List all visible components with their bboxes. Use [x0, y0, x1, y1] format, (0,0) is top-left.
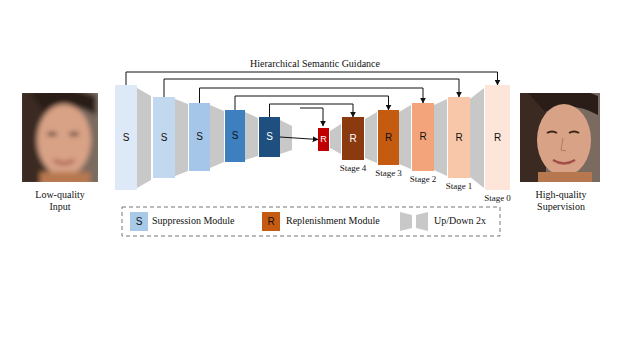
sampling-trapezoid [137, 88, 484, 188]
stage-label: Stage 4 [340, 164, 367, 173]
guidance-connector [270, 104, 354, 117]
legend-letter: R [267, 217, 274, 227]
legend-text: Up/Down 2x [434, 216, 486, 226]
image-caption: Low-quality Input [30, 189, 90, 212]
legend-swatch: R [262, 212, 280, 231]
replenishment-module: RStage 3 [378, 110, 399, 165]
guidance-connector [280, 137, 318, 140]
replenishment-module: RStage 0 [485, 85, 510, 190]
module-letter: R [349, 134, 356, 144]
replenishment-module: RStage 1 [448, 97, 470, 178]
module-letter: R [419, 132, 426, 142]
replenishment-module: RStage 2 [412, 103, 434, 171]
module-letter: S [266, 132, 273, 142]
replenishment-module: RStage 4 [342, 117, 364, 160]
guidance-connector [235, 96, 389, 110]
module-letter: S [161, 133, 168, 143]
module-letter: R [455, 133, 462, 143]
face-photo [520, 93, 600, 182]
legend-letter: S [136, 217, 143, 227]
suppression-module: S [259, 117, 280, 157]
legend-text: Replenishment Module [286, 216, 380, 226]
stage-label: Stage 3 [375, 169, 402, 178]
module-letter: R [385, 133, 392, 143]
stage-label: Stage 1 [446, 182, 473, 191]
module-letter: R [320, 135, 327, 144]
module-letter: S [196, 132, 203, 142]
module-letter: S [232, 131, 239, 141]
module-letter: S [123, 133, 130, 143]
suppression-module: S [225, 110, 245, 162]
image-caption: High-quality Supervision [528, 189, 594, 212]
legend-frame [122, 207, 500, 236]
guidance-arrow [300, 108, 323, 126]
stage-label: Stage 0 [484, 194, 511, 203]
legend-swatch: S [130, 212, 148, 231]
replenishment-module: R [318, 128, 329, 151]
diagram-title: Hierarchical Semantic Guidance [250, 58, 380, 69]
suppression-module: S [189, 103, 210, 171]
stage-label: Stage 2 [410, 175, 437, 184]
suppression-module: S [153, 97, 175, 178]
legend-sample [400, 212, 428, 231]
legend-text: Suppression Module [152, 216, 235, 226]
module-letter: R [494, 133, 501, 143]
suppression-module: S [115, 85, 137, 190]
face-photo [22, 93, 98, 182]
